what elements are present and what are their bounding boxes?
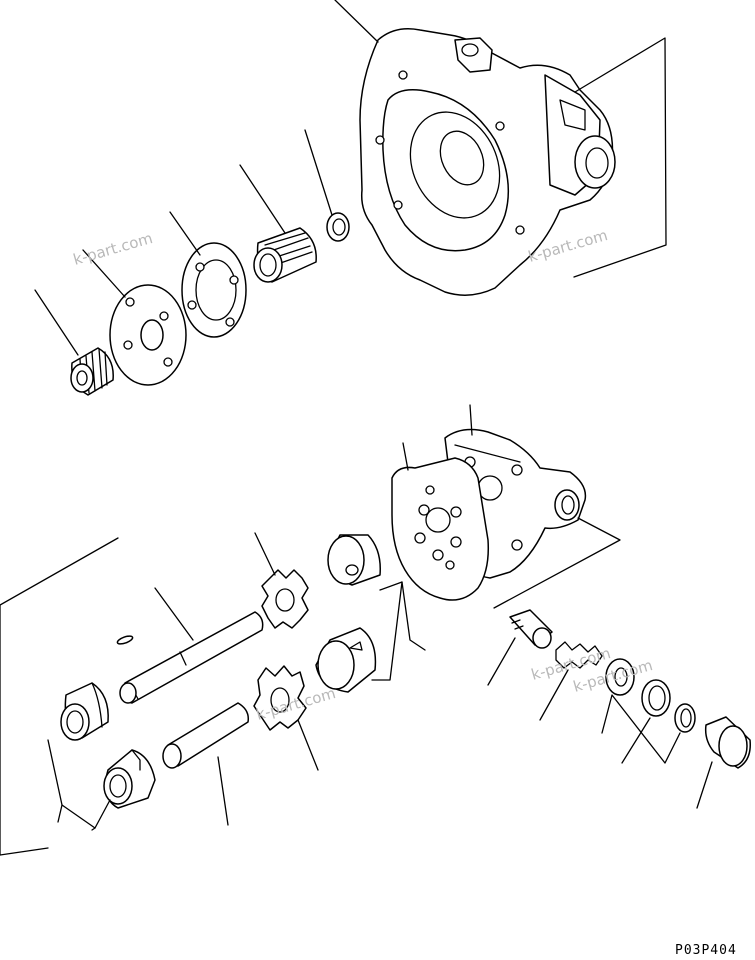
o-ring-plug (675, 704, 695, 732)
bushing (254, 228, 316, 282)
pump-housing (360, 29, 615, 295)
drive-shaft (120, 612, 263, 703)
watermark-text: k-part.com (71, 229, 154, 269)
upper-bushing-right (328, 535, 380, 585)
driven-gear (254, 666, 306, 730)
needle-bearing (71, 348, 113, 395)
gasket-washer (642, 680, 670, 716)
lower-bushing-left (104, 750, 155, 808)
driven-shaft (163, 703, 248, 768)
seal-plate (110, 285, 186, 385)
plug (706, 717, 751, 768)
drawing-code: P03P404 (675, 943, 737, 958)
shim-washer (606, 659, 634, 695)
lower-bushing-right (316, 628, 375, 692)
cover-plate (392, 458, 488, 600)
upper-leader-lines (35, 0, 666, 355)
upper-bushing-left (61, 683, 108, 740)
gasket (182, 243, 246, 337)
lower-leader-lines (0, 405, 712, 855)
o-ring-small (327, 213, 349, 241)
key-pin (116, 634, 133, 645)
relief-spring (556, 642, 602, 668)
drive-gear (262, 570, 308, 628)
relief-spool (510, 610, 552, 648)
